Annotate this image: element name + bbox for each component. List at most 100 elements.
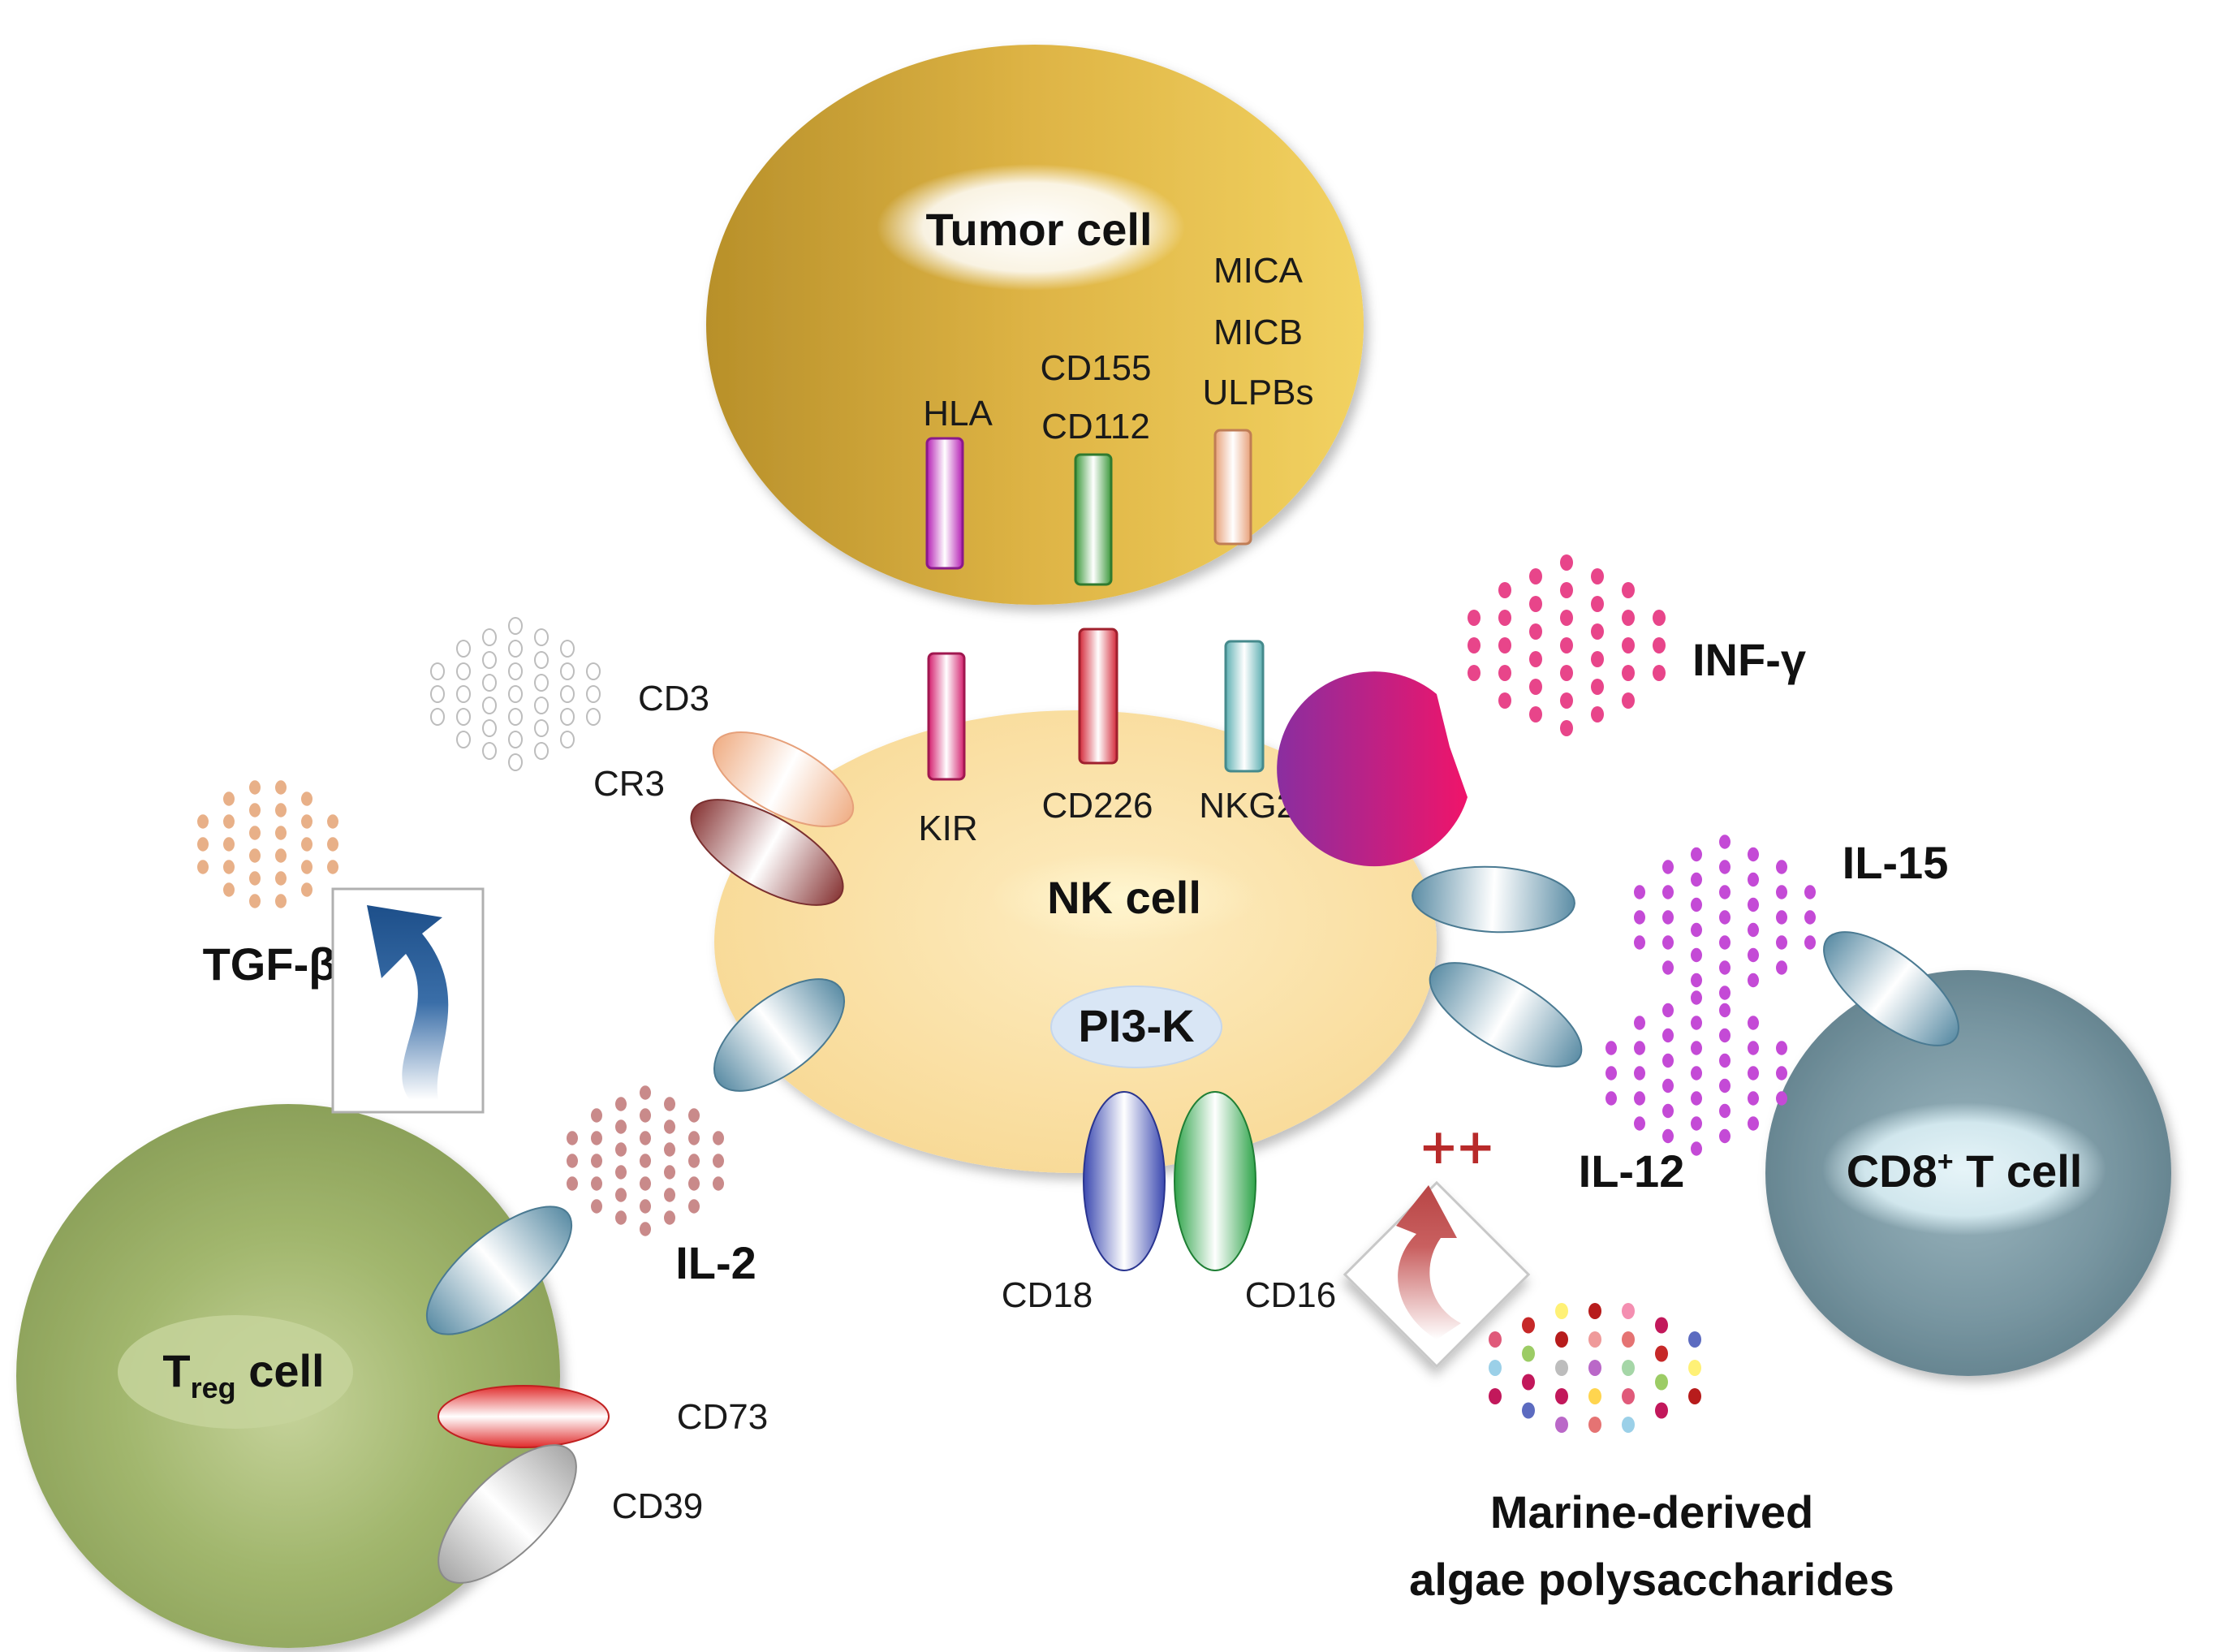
cytokine-dot — [301, 837, 312, 852]
cytokine-dot — [1719, 1028, 1730, 1043]
cytokine-dot — [1489, 1388, 1502, 1404]
cytokine-dot — [1748, 973, 1759, 988]
cytokine-dot — [482, 742, 497, 760]
cytokine-dot — [1634, 1091, 1645, 1106]
ifn-releasing-enzyme-icon — [1277, 671, 1468, 867]
cd3-label: CD3 — [638, 679, 709, 718]
cytokine-dot — [1748, 872, 1759, 887]
algae-label-line1: Marine-derived — [1490, 1486, 1813, 1538]
plus-plus-label: ++ — [1420, 1111, 1493, 1183]
cytokine-dot — [508, 685, 523, 703]
polysaccharide-particles — [1489, 1303, 1701, 1433]
cytokine-dot — [1622, 582, 1635, 598]
cytokine-dot — [1748, 922, 1759, 938]
cytokine-dot — [560, 640, 575, 658]
cytokine-dot — [688, 1154, 700, 1168]
cytokine-dot — [1560, 554, 1573, 571]
cytokine-dot — [1606, 1091, 1617, 1106]
cytokine-dot — [640, 1108, 651, 1123]
cytokine-dot — [1622, 1360, 1635, 1376]
cytokine-dot — [1691, 1066, 1702, 1080]
treg-cell: Treg cell — [16, 1104, 560, 1648]
cytokine-dot — [1662, 1128, 1674, 1144]
cytokine-dot — [688, 1176, 700, 1191]
mica-ligand — [1213, 429, 1252, 546]
hla-ligand — [925, 437, 964, 570]
cytokine-dot — [508, 753, 523, 771]
cd18-receptor — [1083, 1091, 1166, 1271]
cr3-label: CR3 — [593, 764, 665, 804]
cytokine-dot — [1748, 1016, 1759, 1030]
cytokine-dot — [327, 860, 338, 874]
cytokine-dot — [560, 708, 575, 726]
kir-receptor — [927, 652, 966, 781]
cytokine-dot — [1655, 1345, 1668, 1362]
cytokine-dot — [664, 1142, 675, 1157]
cytokine-dot — [223, 814, 235, 829]
cytokine-dot — [1588, 1360, 1601, 1376]
cytokine-dot — [1719, 935, 1730, 950]
cytokine-dot — [1634, 1016, 1645, 1030]
cytokine-dot — [1776, 960, 1787, 975]
micb-label: MICB — [1213, 313, 1303, 352]
cytokine-dot — [301, 814, 312, 829]
cytokine-dot — [1555, 1388, 1568, 1404]
cytokine-dot — [275, 826, 287, 840]
cd39-label: CD39 — [612, 1486, 704, 1526]
cytokine-dot — [1622, 1417, 1635, 1433]
cytokine-dot — [1719, 885, 1730, 899]
cytokine-dot — [1719, 986, 1730, 1000]
cytokine-dot — [1622, 1331, 1635, 1348]
cytokine-dot — [1622, 1388, 1635, 1404]
cytokine-dot — [249, 894, 261, 908]
cytokine-dot — [591, 1108, 602, 1123]
cytokine-dot — [1489, 1360, 1502, 1376]
cytokine-dot — [567, 1154, 578, 1168]
cytokine-dot — [1522, 1345, 1535, 1362]
cytokine-dot — [1653, 610, 1666, 626]
cytokine-dot — [591, 1131, 602, 1145]
cytokine-dot — [1748, 1116, 1759, 1131]
cytokine-dot — [1691, 1016, 1702, 1030]
unlabeled-particles — [430, 617, 601, 771]
cytokine-dot — [482, 674, 497, 692]
il12-label: IL-12 — [1579, 1145, 1685, 1197]
cd226-label: CD226 — [1042, 786, 1153, 826]
cytokine-dot — [1804, 935, 1816, 950]
tumor-cell-label: Tumor cell — [925, 204, 1152, 255]
cytokine-dot — [1748, 1041, 1759, 1055]
il12-receptor-nk — [1429, 962, 1583, 1068]
cytokine-dot — [1498, 610, 1511, 626]
cytokine-dot — [1748, 947, 1759, 963]
cytokine-dot — [1691, 1116, 1702, 1131]
il15-label: IL-15 — [1843, 837, 1949, 888]
cd3-receptor — [712, 731, 855, 828]
cytokine-dot — [586, 708, 601, 726]
cytokine-dot — [1622, 692, 1635, 709]
cytokine-dot — [1662, 1103, 1674, 1119]
cr3-receptor — [690, 799, 844, 906]
cytokine-dot — [1691, 847, 1702, 862]
cytokine-dot — [1719, 860, 1730, 874]
cytokine-dot — [1688, 1331, 1701, 1348]
cytokine-dot — [223, 860, 235, 874]
cytokine-dot — [713, 1154, 724, 1168]
cytokine-dot — [508, 731, 523, 748]
cytokine-dot — [1529, 623, 1542, 640]
cytokine-dot — [640, 1199, 651, 1214]
cytokine-dot — [1655, 1402, 1668, 1419]
cytokine-dot — [1662, 935, 1674, 950]
cytokine-dot — [1591, 623, 1604, 640]
cytokine-dot — [1588, 1331, 1601, 1348]
cytokine-dot — [1591, 568, 1604, 584]
cytokine-dot — [586, 685, 601, 703]
cytokine-dot — [301, 882, 312, 897]
cytokine-dot — [1748, 1091, 1759, 1106]
cytokine-dot — [1719, 960, 1730, 975]
cytokine-dot — [1719, 1128, 1730, 1144]
cytokine-dot — [640, 1154, 651, 1168]
il2-label: IL-2 — [675, 1237, 756, 1288]
cytokine-dot — [249, 826, 261, 840]
cytokine-dot — [1634, 1066, 1645, 1080]
